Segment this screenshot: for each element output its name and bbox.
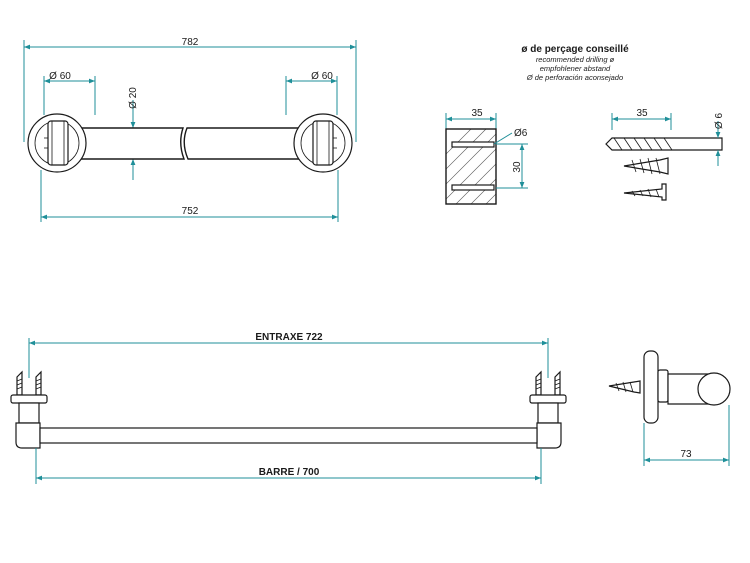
top-view: ENTRAXE 722 BARRE / 700: [10, 332, 567, 484]
wall-plug-icon: [623, 157, 669, 175]
dim-right-rosette: Ø 60: [311, 71, 333, 82]
drilling-note-en: recommended drilling ø: [536, 55, 615, 64]
dim-overall-length: 782: [182, 37, 199, 48]
drilling-note-title: ø de perçage conseillé: [521, 44, 629, 55]
dim-block-width: 35: [471, 108, 483, 119]
dim-block-height: 30: [512, 161, 523, 173]
drill-and-fixings: 35 Ø 6: [605, 108, 725, 201]
dim-projection: 73: [680, 449, 692, 460]
side-view: 73: [608, 350, 731, 466]
drilling-note-es: Ø de perforación aconsejado: [526, 73, 623, 82]
screw-icon: [623, 183, 667, 201]
dim-block-hole: Ø6: [514, 128, 528, 139]
drilling-note-de: empfohlener abstand: [540, 64, 611, 73]
right-bracket: [529, 370, 567, 449]
mounting-block: 35 Ø6 30: [445, 108, 528, 205]
dim-drill-dia: Ø 6: [714, 113, 725, 130]
front-view: 782 Ø 60 Ø 60 Ø 20: [23, 37, 357, 222]
side-wall-plug-icon: [608, 380, 641, 394]
dim-left-rosette: Ø 60: [49, 71, 71, 82]
left-bracket: [10, 370, 48, 449]
dim-bar-dia: Ø 20: [128, 87, 139, 109]
dim-barre: BARRE / 700: [259, 467, 320, 478]
dim-drill-depth: 35: [636, 108, 648, 119]
drilling-note: ø de perçage conseillé recommended drill…: [521, 44, 629, 82]
dim-entraxe: ENTRAXE 722: [255, 332, 323, 343]
dim-center-length: 752: [182, 206, 199, 217]
